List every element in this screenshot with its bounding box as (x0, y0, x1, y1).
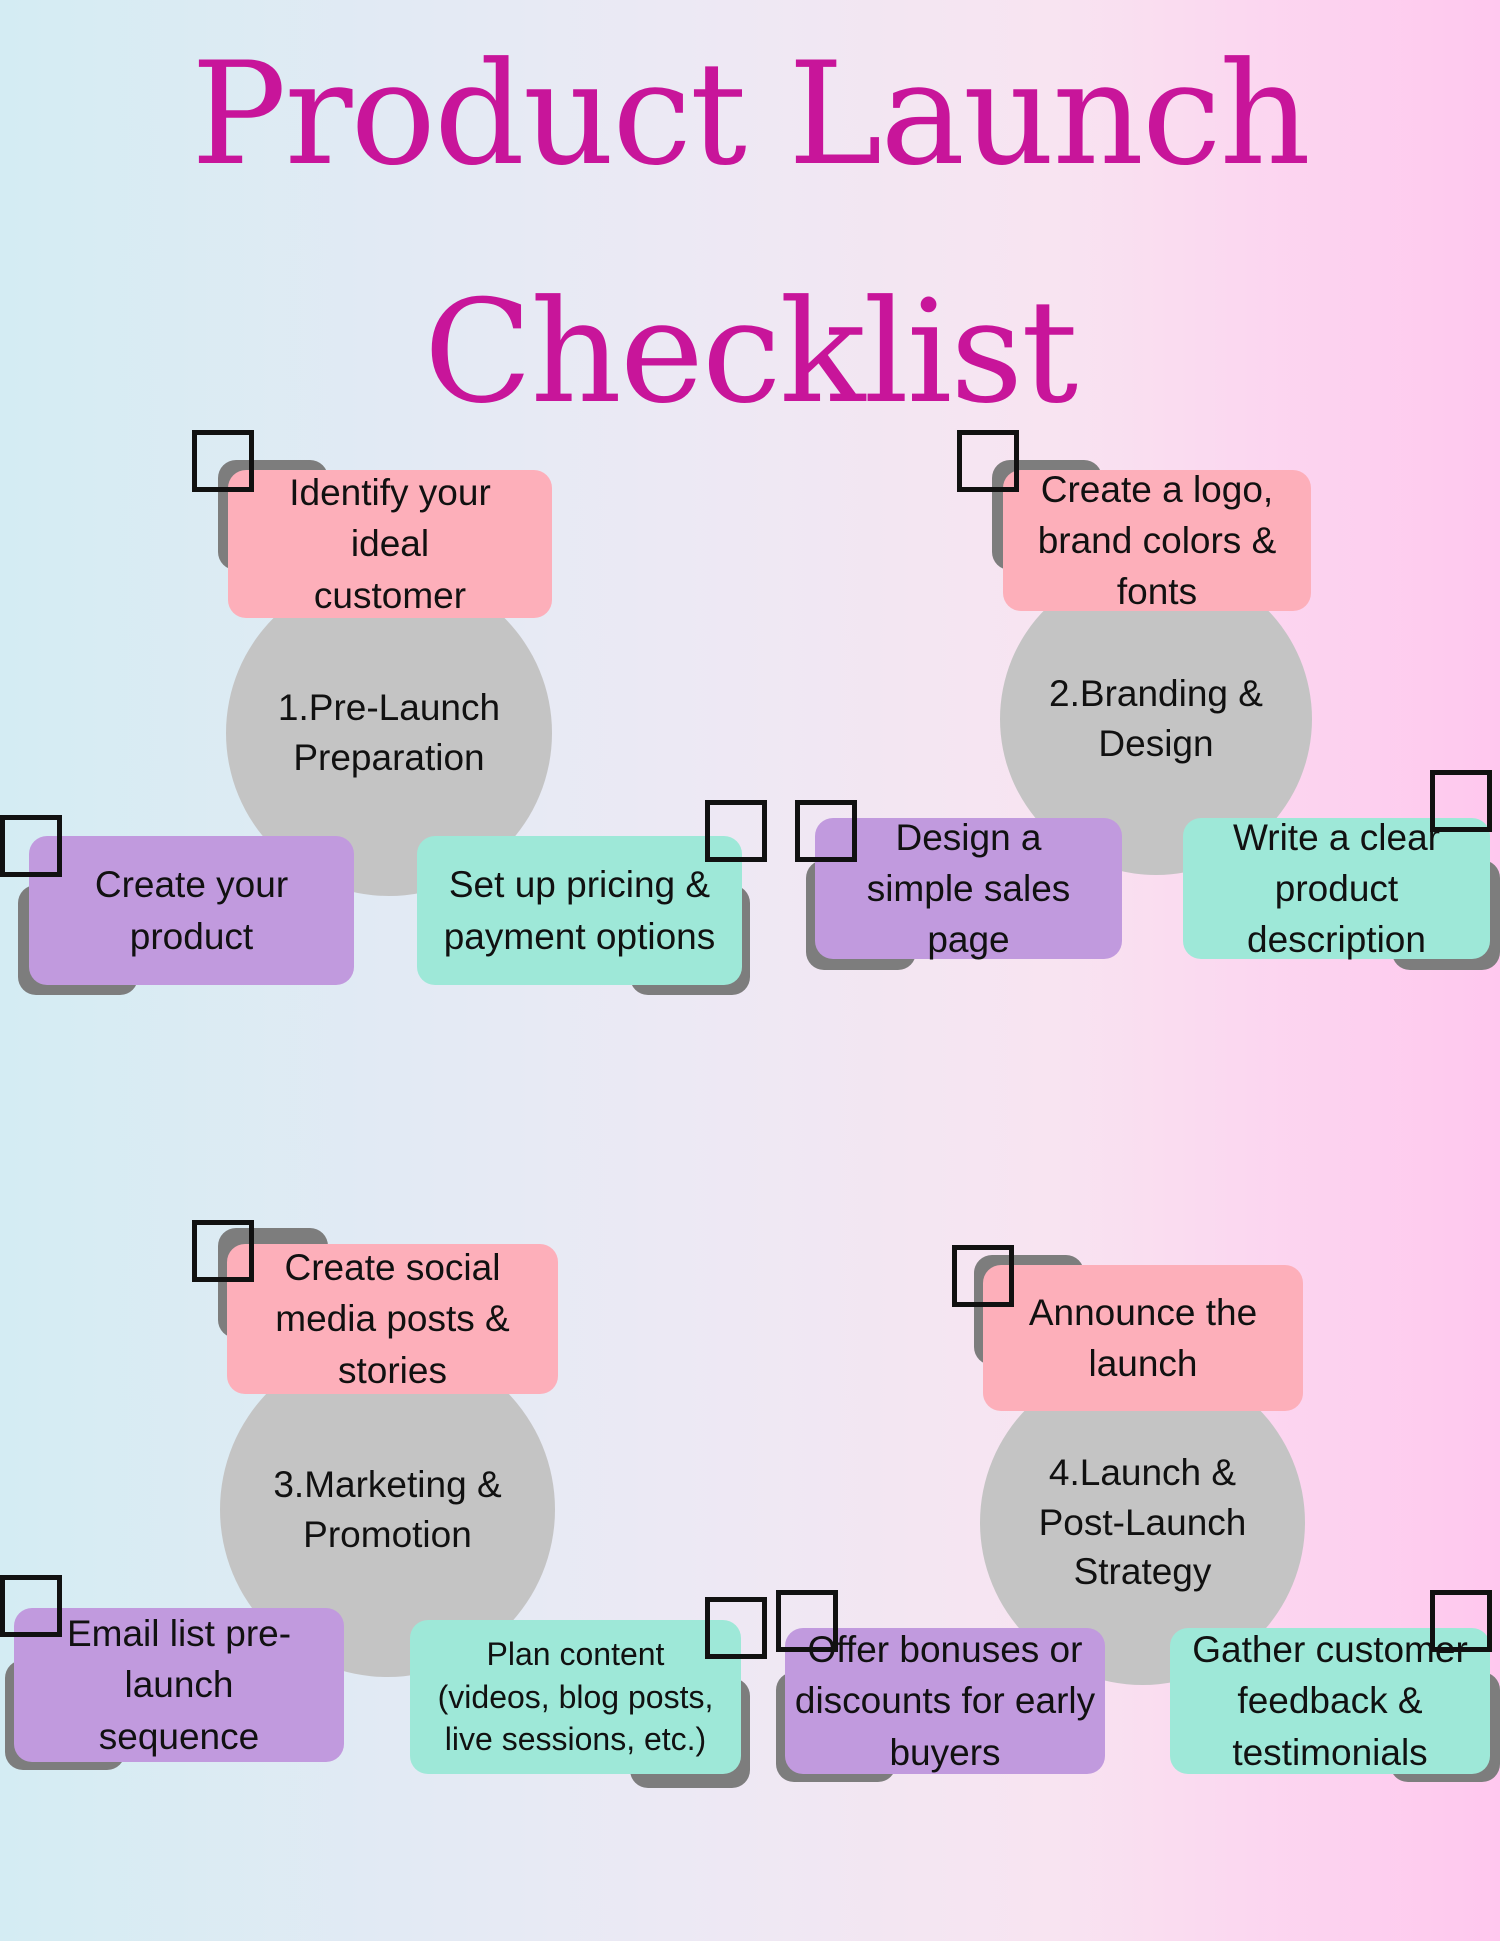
section-2-heading: 2.Branding & Design (1049, 673, 1263, 764)
task-sales-page: Design a simple sales page (815, 817, 1122, 960)
empty-checkbox-icon[interactable] (776, 1590, 838, 1652)
empty-checkbox-icon[interactable] (1430, 770, 1492, 832)
empty-checkbox-icon[interactable] (705, 800, 767, 862)
page-title-line-2: Checklist (423, 270, 1078, 435)
task-plan-content: Plan content (videos, blog posts, live s… (410, 1620, 741, 1774)
task-product-description: Write a clear product description (1183, 817, 1490, 960)
task-email-sequence: Email list pre- launch sequence (14, 1608, 344, 1762)
task-social-media: Create social media posts & stories (227, 1244, 558, 1394)
empty-checkbox-icon[interactable] (0, 1575, 62, 1637)
task-pricing-payment: Set up pricing & payment options (417, 836, 742, 985)
task-logo-brand: Create a logo, brand colors & fonts (1003, 469, 1311, 612)
empty-checkbox-icon[interactable] (0, 815, 62, 877)
task-identify-customer: Identify your ideal customer (228, 470, 552, 618)
empty-checkbox-icon[interactable] (1430, 1590, 1492, 1652)
empty-checkbox-icon[interactable] (952, 1245, 1014, 1307)
page-title-line-1: Product Launch (191, 32, 1311, 197)
empty-checkbox-icon[interactable] (957, 430, 1019, 492)
empty-checkbox-icon[interactable] (192, 430, 254, 492)
empty-checkbox-icon[interactable] (705, 1597, 767, 1659)
task-customer-feedback: Gather customer feedback & testimonials (1170, 1628, 1490, 1774)
section-1-heading: 1.Pre-Launch Preparation (277, 687, 501, 778)
section-4-heading: 4.Launch & Post-Launch Strategy (1038, 1451, 1247, 1593)
task-announce-launch: Announce the launch (983, 1265, 1303, 1411)
empty-checkbox-icon[interactable] (795, 800, 857, 862)
empty-checkbox-icon[interactable] (192, 1220, 254, 1282)
task-create-product: Create your product (29, 836, 354, 985)
section-3-heading: 3.Marketing & Promotion (273, 1463, 502, 1555)
section-2-hub: 2.Branding & Design (1000, 563, 1312, 875)
